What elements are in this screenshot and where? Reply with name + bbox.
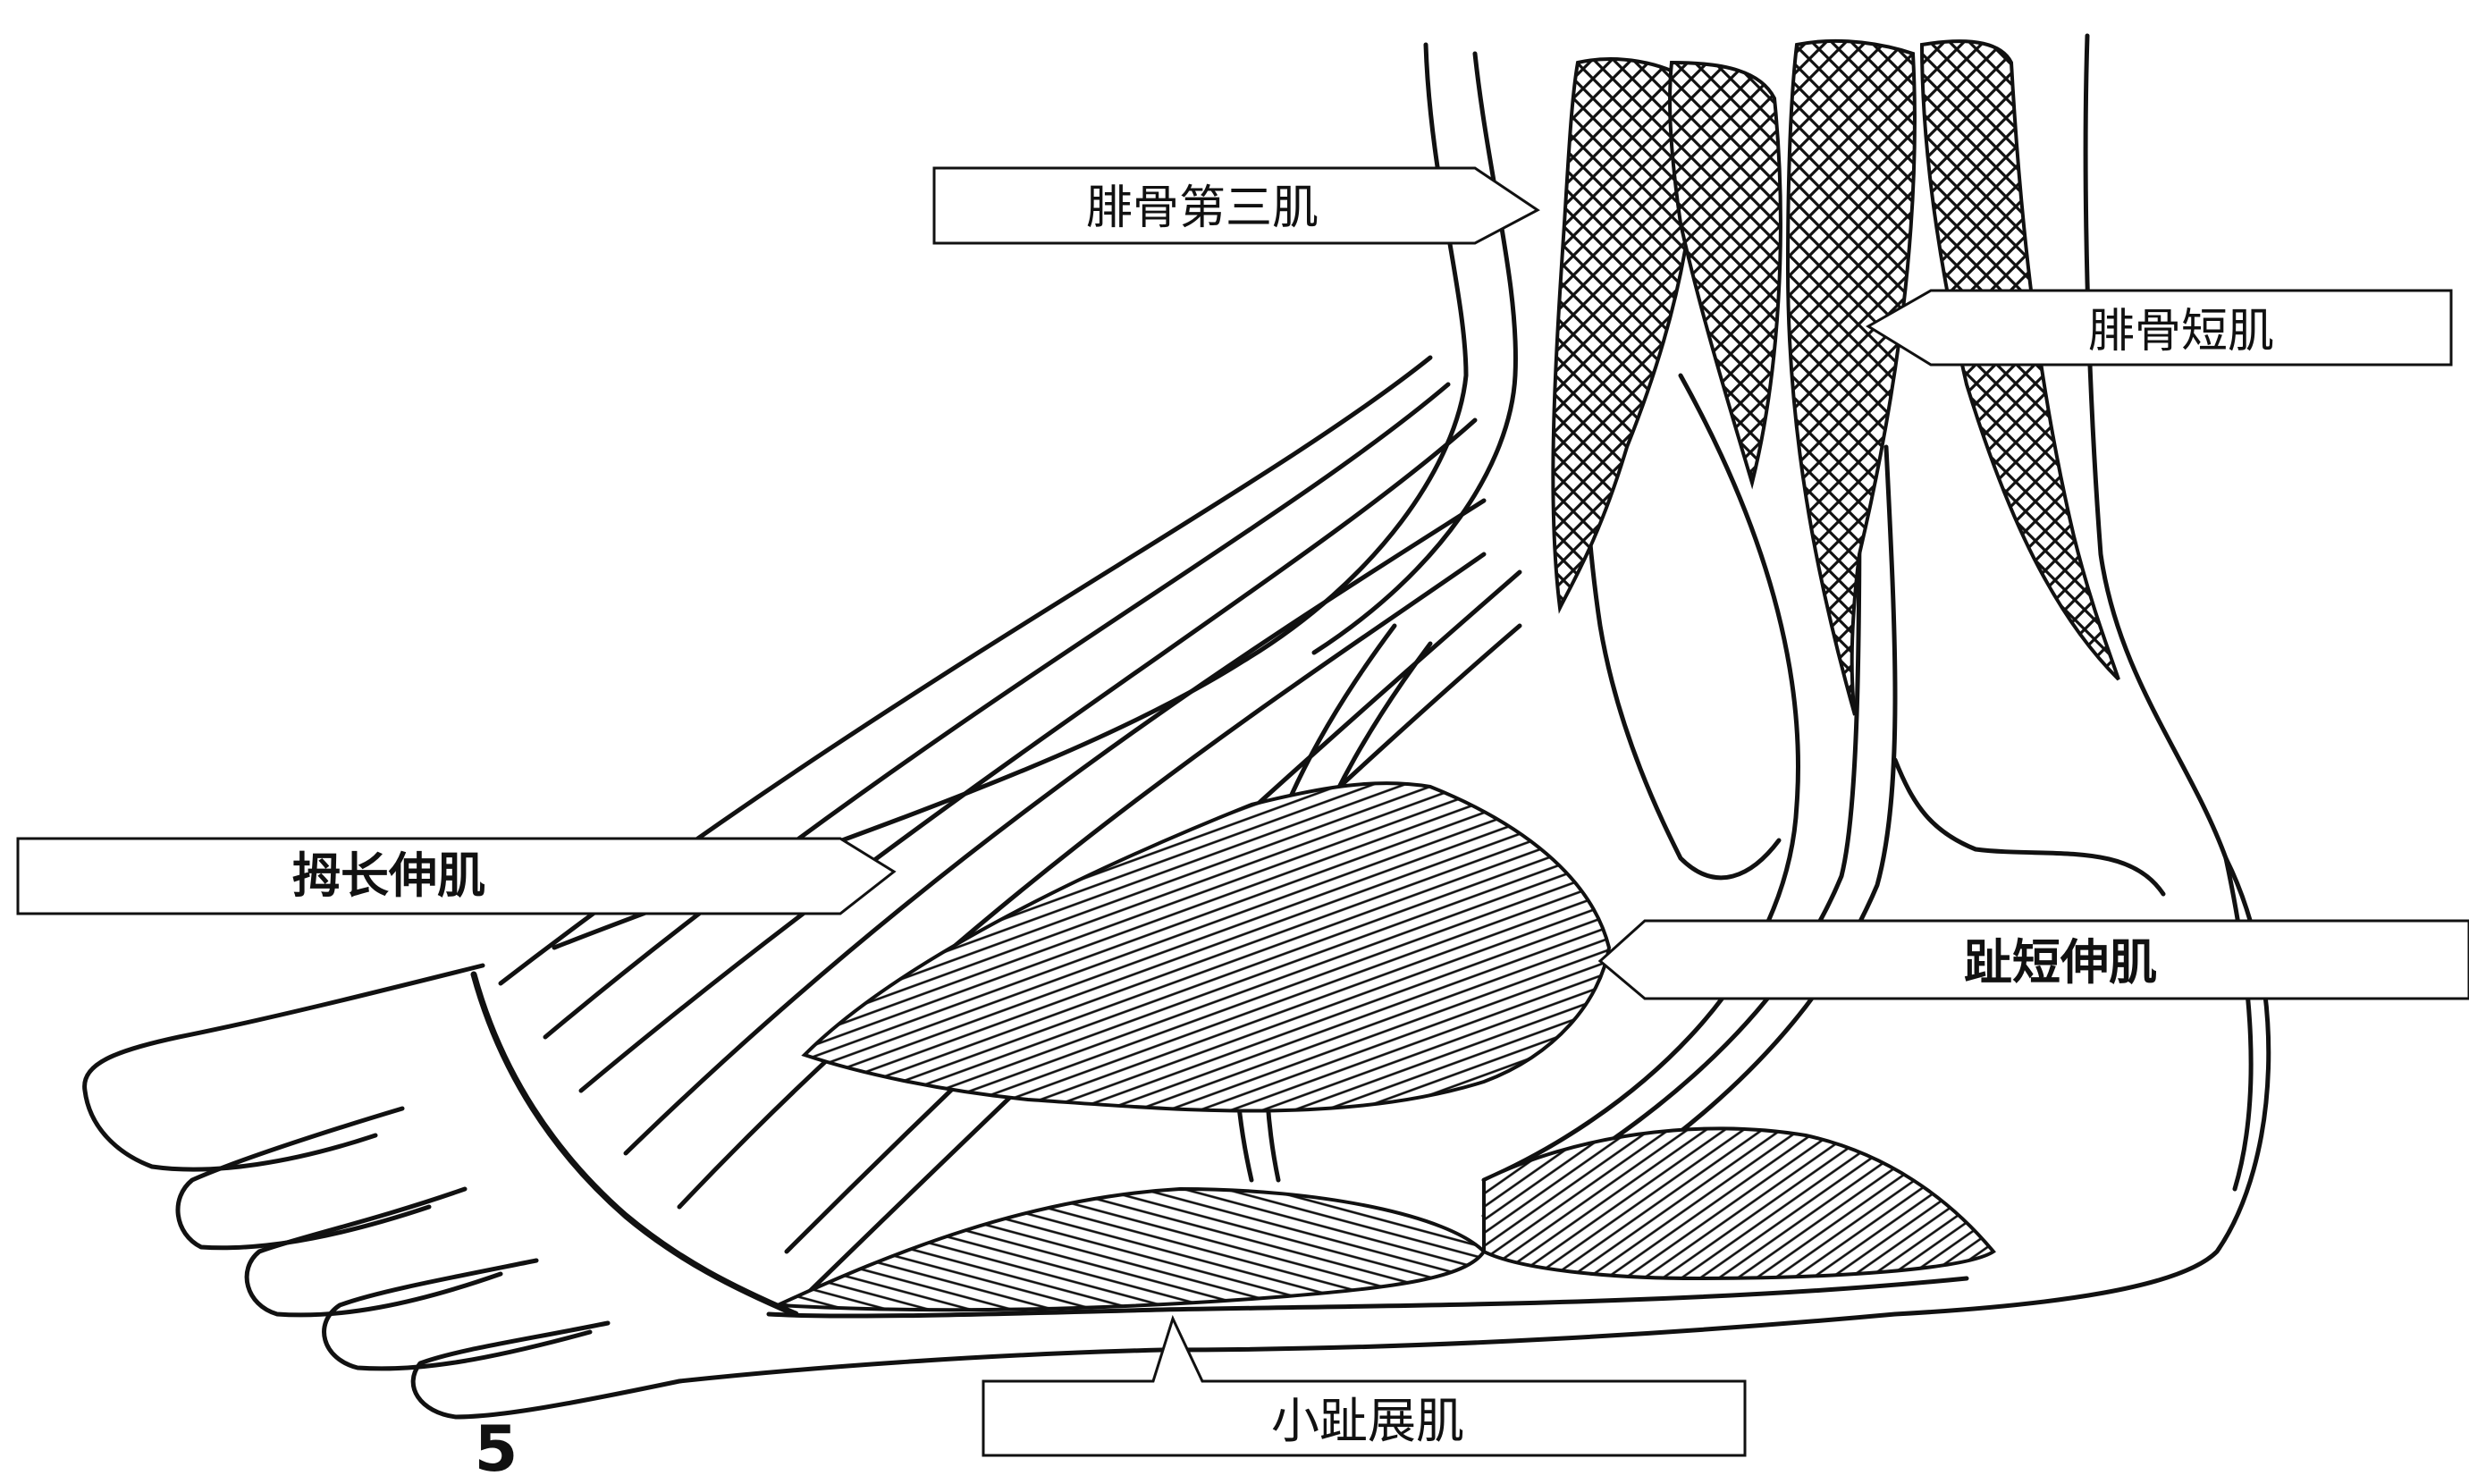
figure-number: 5 — [475, 1412, 518, 1480]
lateral-malleolus — [1895, 760, 2163, 894]
abductor-digiti-minimi-muscle-back — [1484, 1128, 1993, 1278]
toe-outline-5 — [413, 1323, 679, 1417]
peroneal-tendon-3 — [1484, 447, 1859, 1216]
toe-outline-1 — [85, 965, 483, 1169]
label-extensor-digitorum-brevis-text: 趾短伸肌 — [1964, 934, 2157, 991]
label-peroneus-tertius: 腓骨第三肌 — [934, 168, 1538, 243]
sole-outline — [679, 1314, 1895, 1381]
label-extensor-hallucis-longus: 拇长伸肌 — [18, 839, 894, 914]
label-extensor-hallucis-longus-text: 拇长伸肌 — [292, 847, 485, 904]
leg-back-outline — [2086, 36, 2251, 1189]
peroneus-tertius-muscle-2 — [1670, 63, 1781, 483]
extensor-digitorum-brevis-muscle — [805, 783, 1609, 1110]
toe-outline-2 — [178, 1109, 429, 1248]
abductor-digiti-minimi-muscle-front — [778, 1189, 1484, 1310]
label-peroneus-brevis-text: 腓骨短肌 — [2088, 305, 2274, 358]
label-abductor-digiti-minimi-text: 小趾展肌 — [1271, 1393, 1464, 1449]
label-extensor-digitorum-brevis: 趾短伸肌 — [1600, 921, 2469, 999]
label-peroneus-tertius-text: 腓骨第三肌 — [1086, 181, 1319, 235]
label-peroneus-brevis: 腓骨短肌 — [1868, 291, 2451, 365]
leg-front-outline-inner — [1314, 54, 1515, 653]
label-abductor-digiti-minimi: 小趾展肌 — [983, 1319, 1745, 1455]
